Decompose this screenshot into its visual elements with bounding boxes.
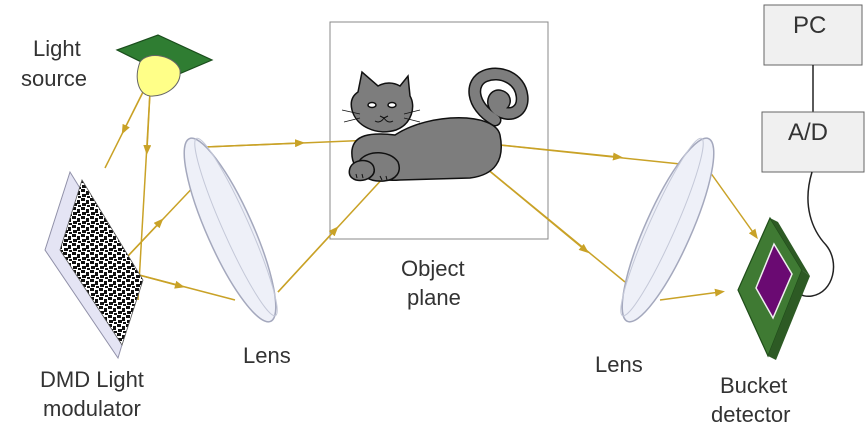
label-lens-right: Lens (595, 352, 643, 377)
label-light-source-line1: Light (33, 36, 81, 61)
detector-icon (737, 216, 810, 360)
lens-left-icon (183, 137, 278, 323)
label-pc: PC (793, 12, 826, 39)
label-bucket-line1: Bucket (720, 373, 787, 398)
light-bulb-icon (136, 55, 181, 97)
label-dmd-line2: modulator (43, 396, 141, 421)
label-ad: A/D (788, 119, 828, 146)
lens-right-icon (620, 137, 715, 323)
ad-box (761, 111, 865, 173)
label-bucket-line2: detector (711, 402, 791, 427)
cat-icon (341, 67, 529, 182)
label-object-line2: plane (407, 285, 461, 310)
pc-box (763, 4, 863, 66)
label-light-source-line2: source (21, 66, 87, 91)
label-lens-left: Lens (243, 343, 291, 368)
label-object-line1: Object (401, 256, 465, 281)
label-dmd-line1: DMD Light (40, 367, 144, 392)
dmd-icon (44, 170, 144, 360)
light-source (115, 34, 214, 97)
